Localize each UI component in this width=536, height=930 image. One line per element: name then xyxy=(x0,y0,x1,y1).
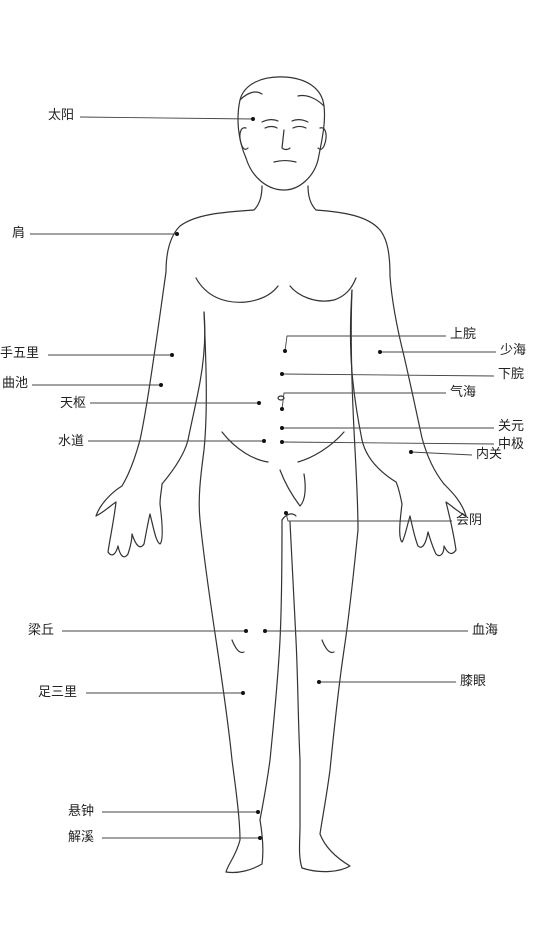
acupoint-dot-zhongji xyxy=(280,440,284,444)
label-tianshu: 天枢 xyxy=(60,396,87,411)
label-zusanli: 足三里 xyxy=(38,685,78,700)
acupoint-dot-shaohai xyxy=(378,350,382,354)
leader-lines xyxy=(30,116,496,840)
label-zhongji: 中极 xyxy=(498,437,525,452)
acupoint-dot-jian xyxy=(175,232,179,236)
label-liangqiu: 梁丘 xyxy=(28,623,55,638)
acupoint-dot-huiyin xyxy=(284,511,288,515)
label-qihai: 气海 xyxy=(450,385,477,400)
leader-line-zhongji xyxy=(281,441,495,445)
label-xiawan: 下脘 xyxy=(498,367,525,382)
acupoint-dot-xiyan xyxy=(317,680,321,684)
acupoint-dot-tianshu xyxy=(257,401,261,405)
label-taiyang: 太阳 xyxy=(48,108,75,123)
acupoint-dot-qihai xyxy=(280,407,284,411)
label-jiexi: 解溪 xyxy=(68,830,95,845)
acupoint-dot-shuidao xyxy=(262,439,266,443)
label-xiyan: 膝眼 xyxy=(460,674,487,689)
body-outline xyxy=(95,76,467,874)
acupoint-dot-xiawan xyxy=(280,372,284,376)
label-neiguan: 内关 xyxy=(476,447,503,462)
acupoint-dot-xuanzhong xyxy=(256,810,260,814)
acupoint-dot-jiexi xyxy=(258,836,262,840)
label-huiyin: 会阴 xyxy=(456,513,483,528)
label-shuidao: 水道 xyxy=(58,434,85,449)
label-shouwuli: 手五里 xyxy=(0,346,40,361)
leader-line-shangwan xyxy=(284,335,446,352)
leader-line-qihai xyxy=(281,392,446,410)
leader-line-neiguan xyxy=(410,451,473,456)
acupoint-dot-quchi xyxy=(159,383,163,387)
label-xuanzhong: 悬钟 xyxy=(68,804,95,819)
acupoint-dot-shangwan xyxy=(283,349,287,353)
leader-line-huiyin xyxy=(285,512,452,522)
leader-line-xiawan xyxy=(281,373,495,377)
leader-line-taiyang xyxy=(79,116,254,120)
acupoint-dot-xuehai xyxy=(263,629,267,633)
label-guanyuan: 关元 xyxy=(498,419,525,434)
acupoint-dot-liangqiu xyxy=(244,629,248,633)
acupoint-dot-zusanli xyxy=(241,691,245,695)
acupoint-dot-neiguan xyxy=(409,450,413,454)
acupoint-dot-guanyuan xyxy=(280,426,284,430)
label-quchi: 曲池 xyxy=(2,376,29,391)
label-shangwan: 上脘 xyxy=(450,327,477,342)
acupoint-dot-taiyang xyxy=(251,117,255,121)
acupoint-dot-shouwuli xyxy=(170,353,174,357)
label-jian: 肩 xyxy=(12,226,26,241)
label-xuehai: 血海 xyxy=(472,623,499,638)
label-shaohai: 少海 xyxy=(500,343,527,358)
